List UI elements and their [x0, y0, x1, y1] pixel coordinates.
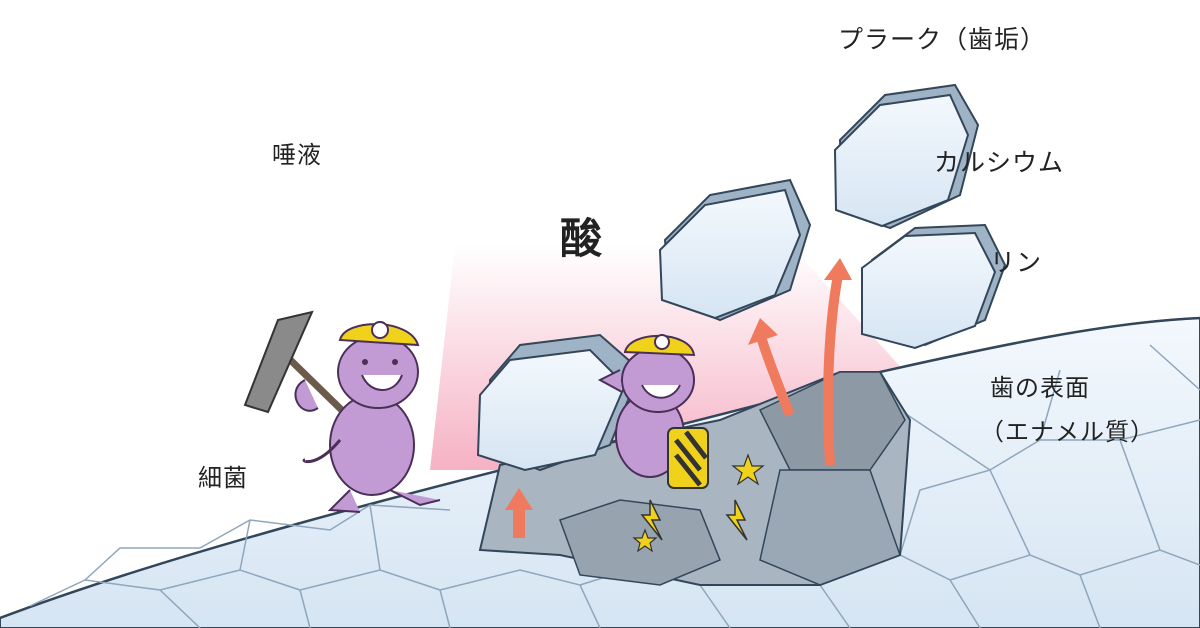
- arrow-up-large: [823, 258, 852, 466]
- arrow-up-small: [505, 488, 533, 538]
- label-acid: 酸: [560, 214, 605, 263]
- label-calcium: カルシウム: [934, 148, 1065, 177]
- crystal-floating-3: [861, 223, 1007, 350]
- lightning-icon: [640, 499, 748, 541]
- arrow-up-medium: [748, 318, 795, 417]
- label-tooth-surface: 歯の表面: [990, 374, 1090, 402]
- crystal-floating-2: [833, 83, 980, 230]
- crystal-floating-1: [658, 178, 812, 322]
- dissolution-arrows: [505, 258, 852, 538]
- crystal-near-surface: [476, 333, 642, 472]
- drill-icon: [667, 427, 709, 489]
- bacterium-miner: [243, 310, 441, 513]
- label-enamel: （エナメル質）: [980, 418, 1155, 446]
- bacterium-driller: [597, 334, 765, 553]
- label-plaque: プラーク（歯垢）: [838, 25, 1047, 54]
- star-icon: [632, 453, 765, 553]
- label-phosphorus: リン: [990, 248, 1043, 277]
- label-saliva: 唾液: [272, 141, 322, 169]
- label-bacteria: 細菌: [198, 464, 248, 492]
